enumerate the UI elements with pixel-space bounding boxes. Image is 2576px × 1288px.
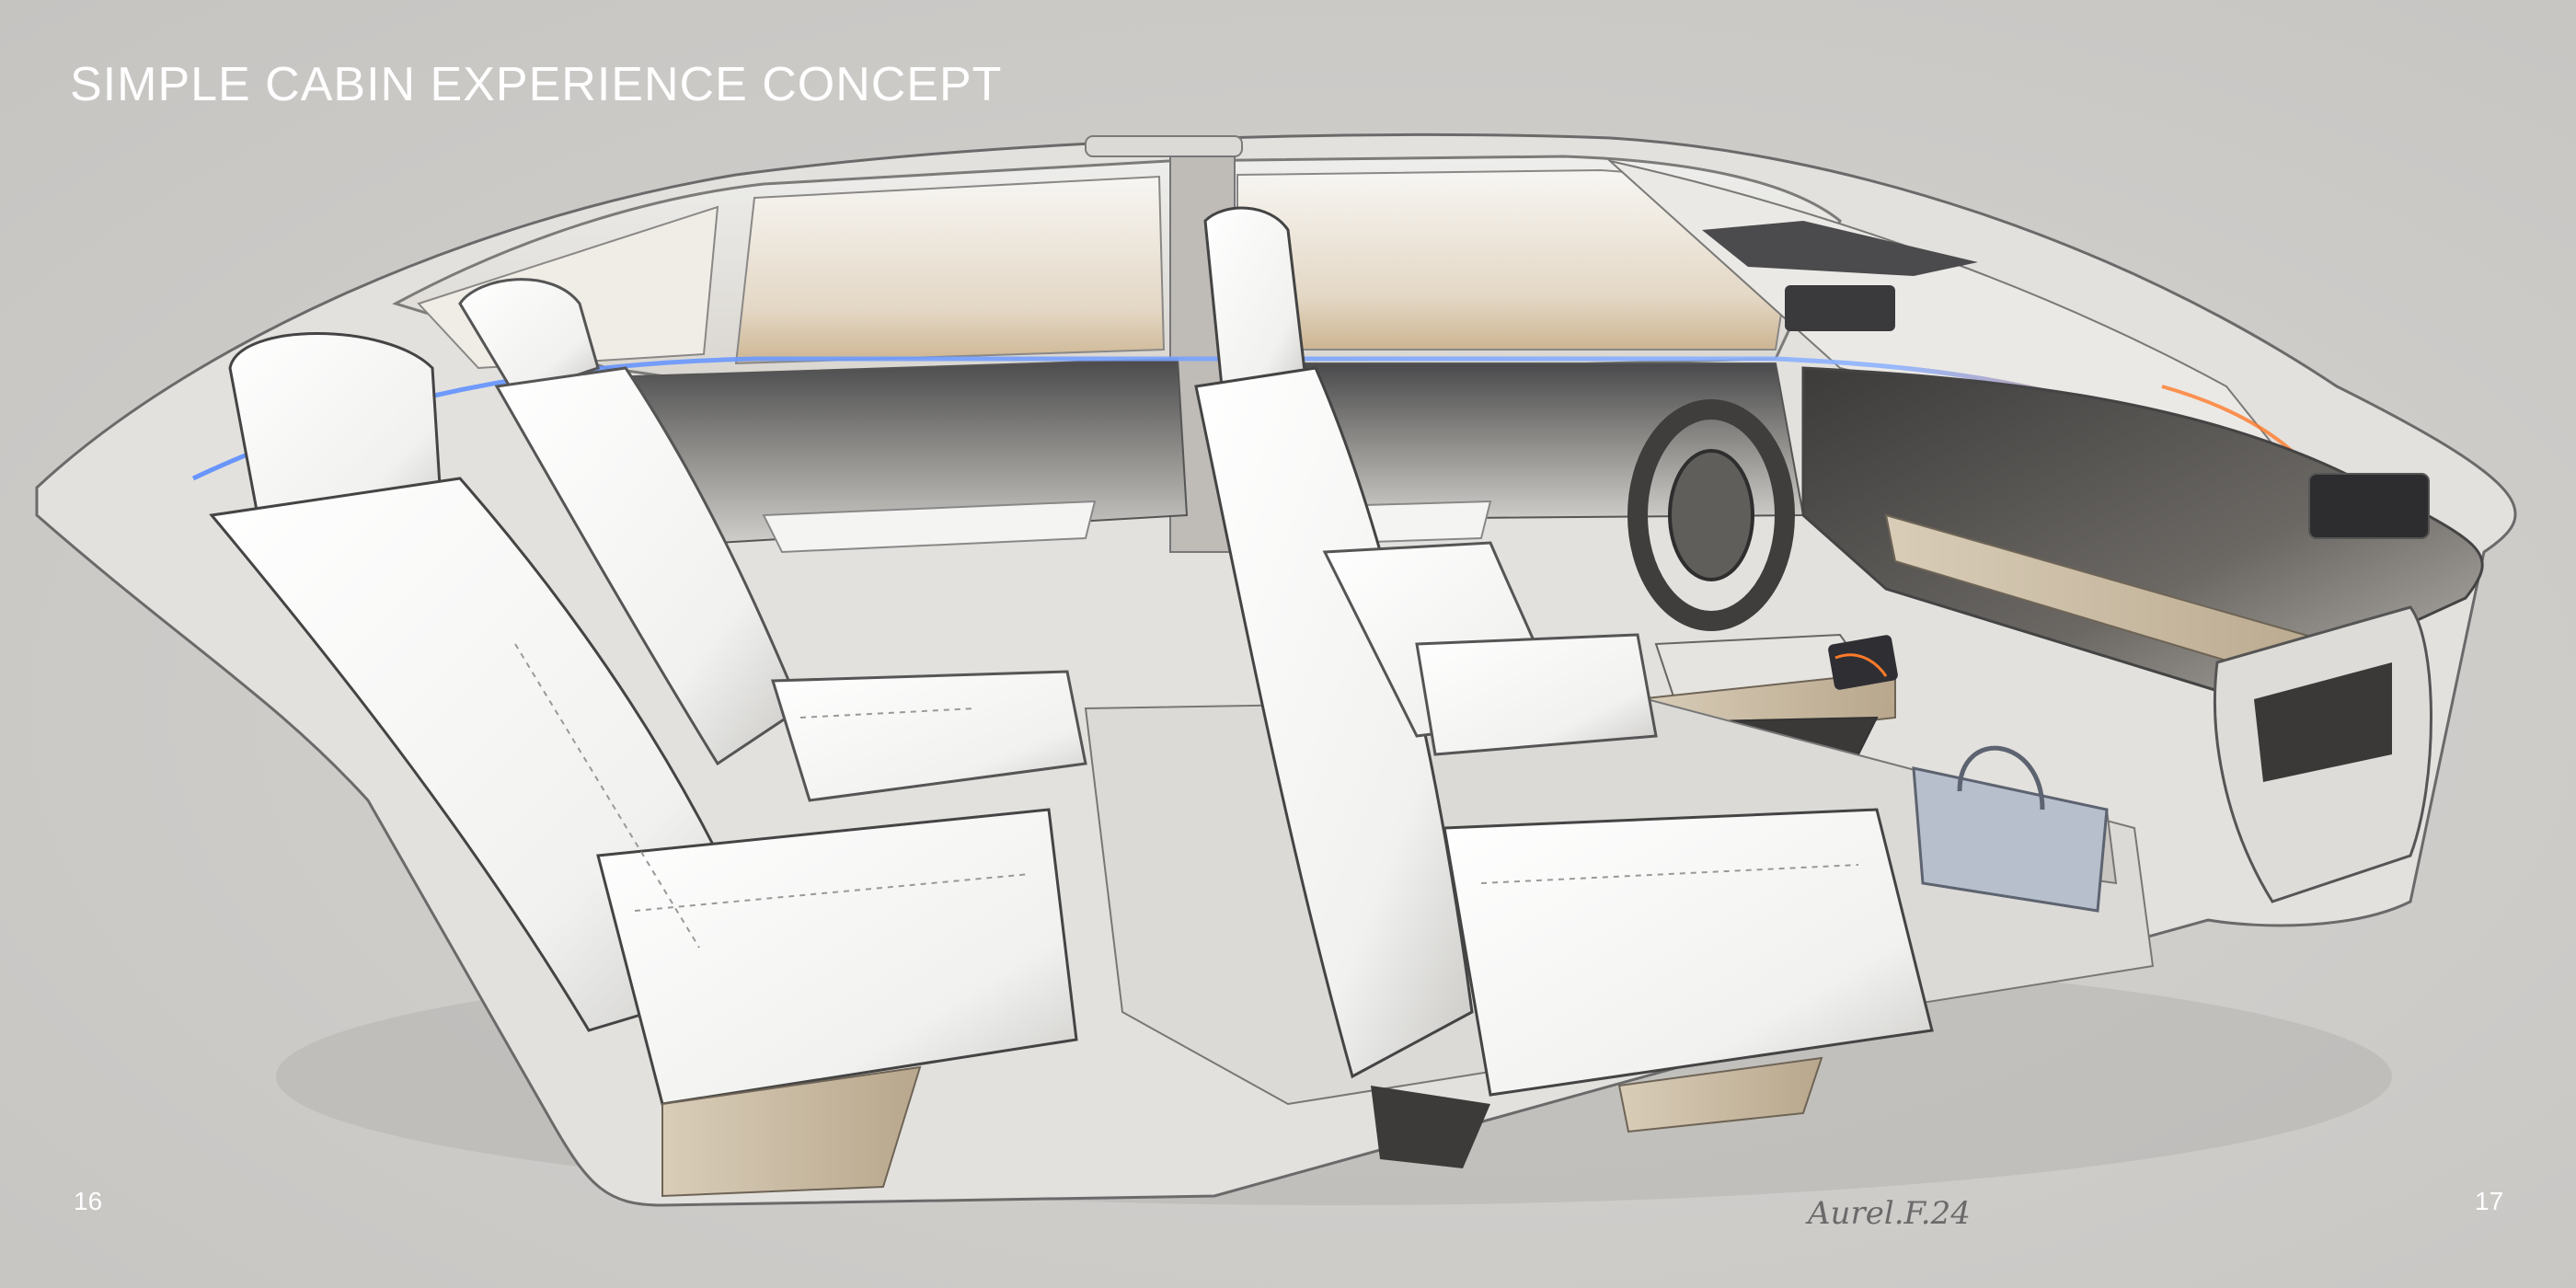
page-number-right: 17 <box>2475 1187 2504 1215</box>
page-number-left: 16 <box>74 1187 103 1215</box>
front-seat-passenger <box>1194 206 1934 1168</box>
door-panels <box>605 357 1805 554</box>
steering-wheel <box>1627 399 1795 631</box>
rear-seat-far <box>458 278 1087 802</box>
rear-seat-near <box>209 332 1078 1198</box>
front-seat-driver <box>1322 541 1658 756</box>
artist-signature: Aurel.F.24 <box>1805 1195 1971 1232</box>
windshield <box>1606 159 2303 480</box>
page-title: SIMPLE CABIN EXPERIENCE CONCEPT <box>70 58 1003 111</box>
dashboard <box>1801 366 2484 903</box>
tote-bag <box>1912 745 2109 913</box>
